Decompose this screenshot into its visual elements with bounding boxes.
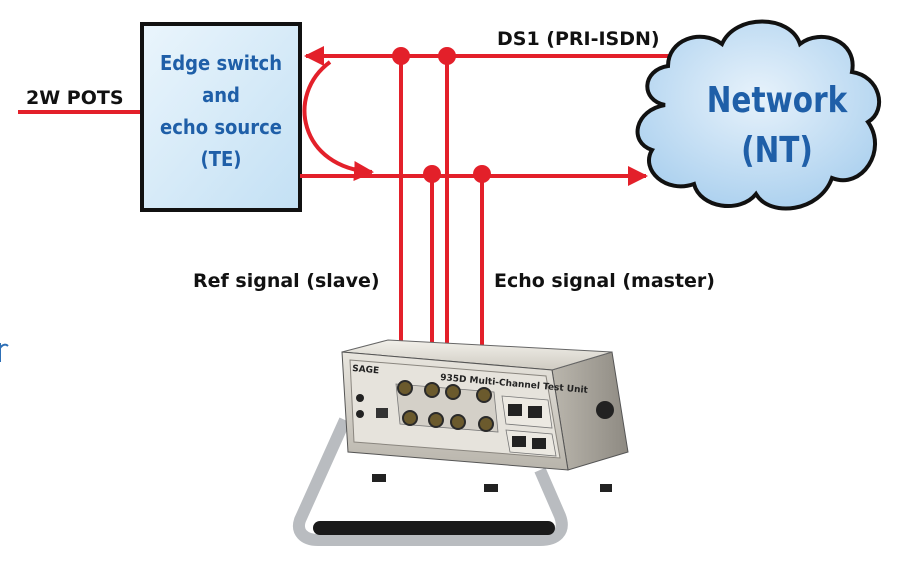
edge-switch-label-1: Edge switch xyxy=(160,51,282,75)
edge-switch-box xyxy=(140,22,302,212)
tap-dot-3 xyxy=(423,165,441,183)
device-handle xyxy=(293,417,568,546)
device-brand: SAGE xyxy=(352,364,380,376)
echo-loop-curve xyxy=(302,60,374,181)
echo-signal-label: Echo signal (master) xyxy=(494,270,715,292)
bnc-connector-2 xyxy=(424,382,440,398)
ds1-label: DS1 (PRI-ISDN) xyxy=(497,28,660,50)
tap-dot-1 xyxy=(392,47,410,65)
ref-signal-label: Ref signal (slave) xyxy=(193,270,380,292)
edge-switch-label-4: (TE) xyxy=(200,147,241,171)
pots-label: 2W POTS xyxy=(26,87,124,109)
bnc-connector-3 xyxy=(445,384,461,400)
test-unit: SAGE 935D Multi-Channel Test Unit xyxy=(293,339,629,546)
bnc-connector-1 xyxy=(397,380,413,396)
edge-glyph xyxy=(0,343,9,362)
network-cloud xyxy=(635,19,882,211)
edge-switch-label-2: and xyxy=(202,83,240,107)
network-label-1: Network xyxy=(707,78,849,121)
bnc-connector-4 xyxy=(476,387,492,403)
tap-dot-4 xyxy=(473,165,491,183)
tap-dot-2 xyxy=(438,47,456,65)
edge-switch-label-3: echo source xyxy=(160,115,282,139)
network-label-2: (NT) xyxy=(741,128,813,171)
